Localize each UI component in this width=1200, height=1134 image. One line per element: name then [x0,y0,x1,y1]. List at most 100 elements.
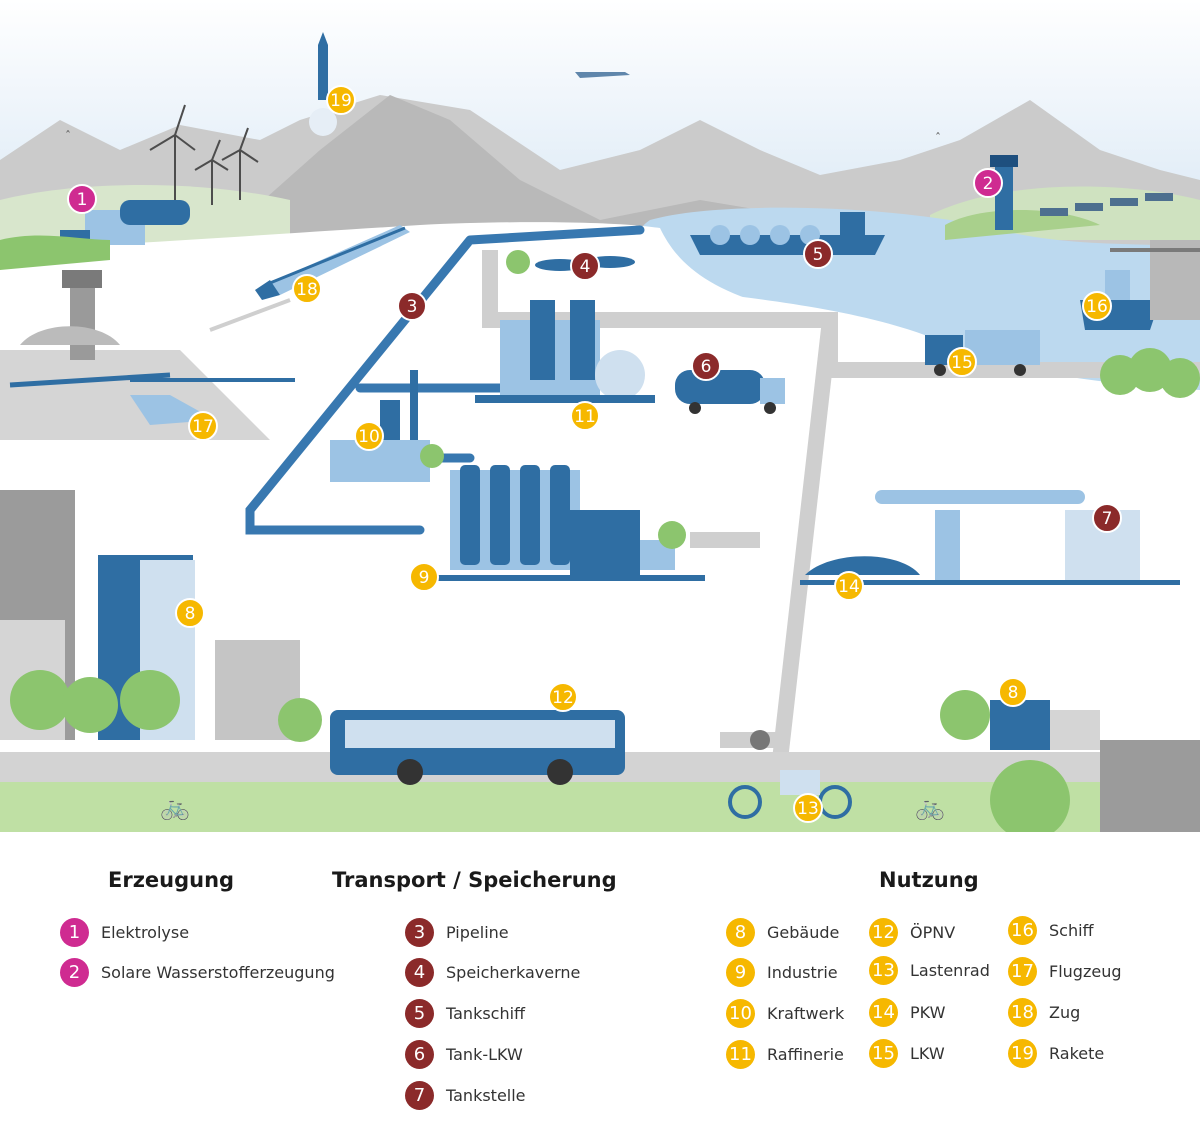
legend-item-label: Tankstelle [446,1085,526,1105]
scene-marker-number: 3 [407,297,418,317]
scene-marker-4: 4 [570,251,600,281]
scene-marker-number: 10 [358,427,380,447]
scene-marker-number: 9 [419,568,430,588]
legend-item-kraftwerk: 10 Kraftwerk [726,998,844,1028]
legend-item-raffinerie: 11 Raffinerie [726,1039,844,1069]
city-buildings-left [0,490,322,742]
number-badge: 16 [1008,915,1037,945]
scene-marker-number: 2 [983,174,994,194]
legend-item-pipeline: 3 Pipeline [405,917,509,947]
scene-marker-number: 19 [330,91,352,111]
legend-item-label: ÖPNV [910,922,956,942]
road-network [482,250,1200,761]
number-badge: 2 [60,957,89,987]
industrial-plant [420,465,705,581]
mountain-front [230,95,800,240]
legend-item-flugzeug: 17 Flugzeug [1008,956,1121,986]
legend-item-speicherkaverne: 4 Speicherkaverne [405,957,580,987]
scene-marker-17: 17 [188,411,218,441]
scene-marker-15: 15 [947,347,977,377]
landscape-illustration: 🚲 🚲 [0,0,1200,832]
legend-item-solare-wasserstofferzeugung: 2 Solare Wasserstofferzeugung [60,957,335,987]
legend-item-gebaeude: 8 Gebäude [726,917,839,947]
refinery [475,300,655,403]
legend-item-label: Raffinerie [767,1044,844,1064]
scene-marker-number: 18 [296,280,318,300]
scene-marker-9: 9 [409,562,439,592]
number-badge: 14 [869,997,898,1027]
wind-turbines [149,104,259,205]
bird-icon: ˆ [65,129,71,143]
legend-title-nutzung: Nutzung [879,868,979,892]
scene-marker-number: 6 [701,357,712,377]
city-bus [330,710,625,785]
number-badge: 15 [869,1038,898,1068]
legend-item-label: Speicherkaverne [446,962,581,982]
scene-marker-circle [793,793,823,823]
scene-marker-1: 1 [67,184,97,214]
scene-marker-circle [834,571,864,601]
trees-right [1100,348,1200,398]
number-badge: 7 [405,1080,434,1110]
scene-marker-number: 1 [77,190,88,210]
legend-item-label: Gebäude [767,922,840,942]
legend-item-tankschiff: 5 Tankschiff [405,998,525,1028]
scene-marker-number: 8 [1008,683,1019,703]
legend-item-zug: 18 Zug [1008,997,1080,1027]
scene-marker-number: 4 [580,257,591,277]
legend-item-label: Schiff [1049,920,1094,940]
scene-marker-circle [188,411,218,441]
scene-marker-circle [998,677,1028,707]
scene-marker-number: 13 [797,799,819,819]
airplane-silhouette [575,72,630,78]
scene-marker-circle [354,421,384,451]
legend-item-pkw: 14 PKW [869,997,945,1027]
legend-item-industrie: 9 Industrie [726,957,838,987]
legend-item-rakete: 19 Rakete [1008,1038,1104,1068]
scene-marker-circle [1082,291,1112,321]
number-badge: 4 [405,957,434,987]
tanker-ship [690,212,885,255]
number-badge: 19 [1008,1038,1037,1068]
legend-item-label: Tankschiff [446,1003,526,1023]
tank-truck [675,370,785,414]
number-badge: 13 [869,955,898,985]
scene-marker-number: 7 [1102,509,1113,529]
scene-marker-number: 14 [838,577,860,597]
legend-item-label: Flugzeug [1049,961,1122,981]
legend-item-label: Industrie [767,962,838,982]
solar-hydrogen-plant [945,155,1173,240]
legend-item-label: Rakete [1049,1043,1105,1063]
bike-lane-icon: 🚲 [915,793,945,821]
number-badge: 10 [726,998,755,1028]
scene-marker-14: 14 [834,571,864,601]
scene-marker-13: 13 [793,793,823,823]
electrolysis-plant [0,200,190,270]
legend-item-label: Elektrolyse [101,922,190,942]
scene-marker-18: 18 [292,274,322,304]
legend-item-tankstelle: 7 Tankstelle [405,1080,526,1110]
legend-item-schiff: 16 Schiff [1008,915,1094,945]
scene-marker-circle [409,562,439,592]
scene-marker-19: 19 [326,85,356,115]
scene-marker-11: 11 [570,401,600,431]
number-badge: 17 [1008,956,1037,986]
scene-marker-number: 17 [192,417,214,437]
rocket [309,32,337,136]
legend-item-oepnv: 12 ÖPNV [869,917,955,947]
legend-item-label: Tank-LKW [446,1044,523,1064]
legend-title-transport: Transport / Speicherung [332,868,617,892]
number-badge: 6 [405,1039,434,1069]
number-badge: 1 [60,917,89,947]
legend-item-tank-lkw: 6 Tank-LKW [405,1039,523,1069]
scene-marker-number: 8 [185,604,196,624]
legend-item-lastenrad: 13 Lastenrad [869,955,990,985]
scene-marker-5: 5 [803,239,833,269]
scene-marker-circle [292,274,322,304]
legend-item-label: Solare Wasserstofferzeugung [101,962,335,982]
scene-marker-circle [570,401,600,431]
legend-title-erzeugung: Erzeugung [108,868,235,892]
scene-marker-circle [326,85,356,115]
bird-icon: ˆ [935,131,941,145]
